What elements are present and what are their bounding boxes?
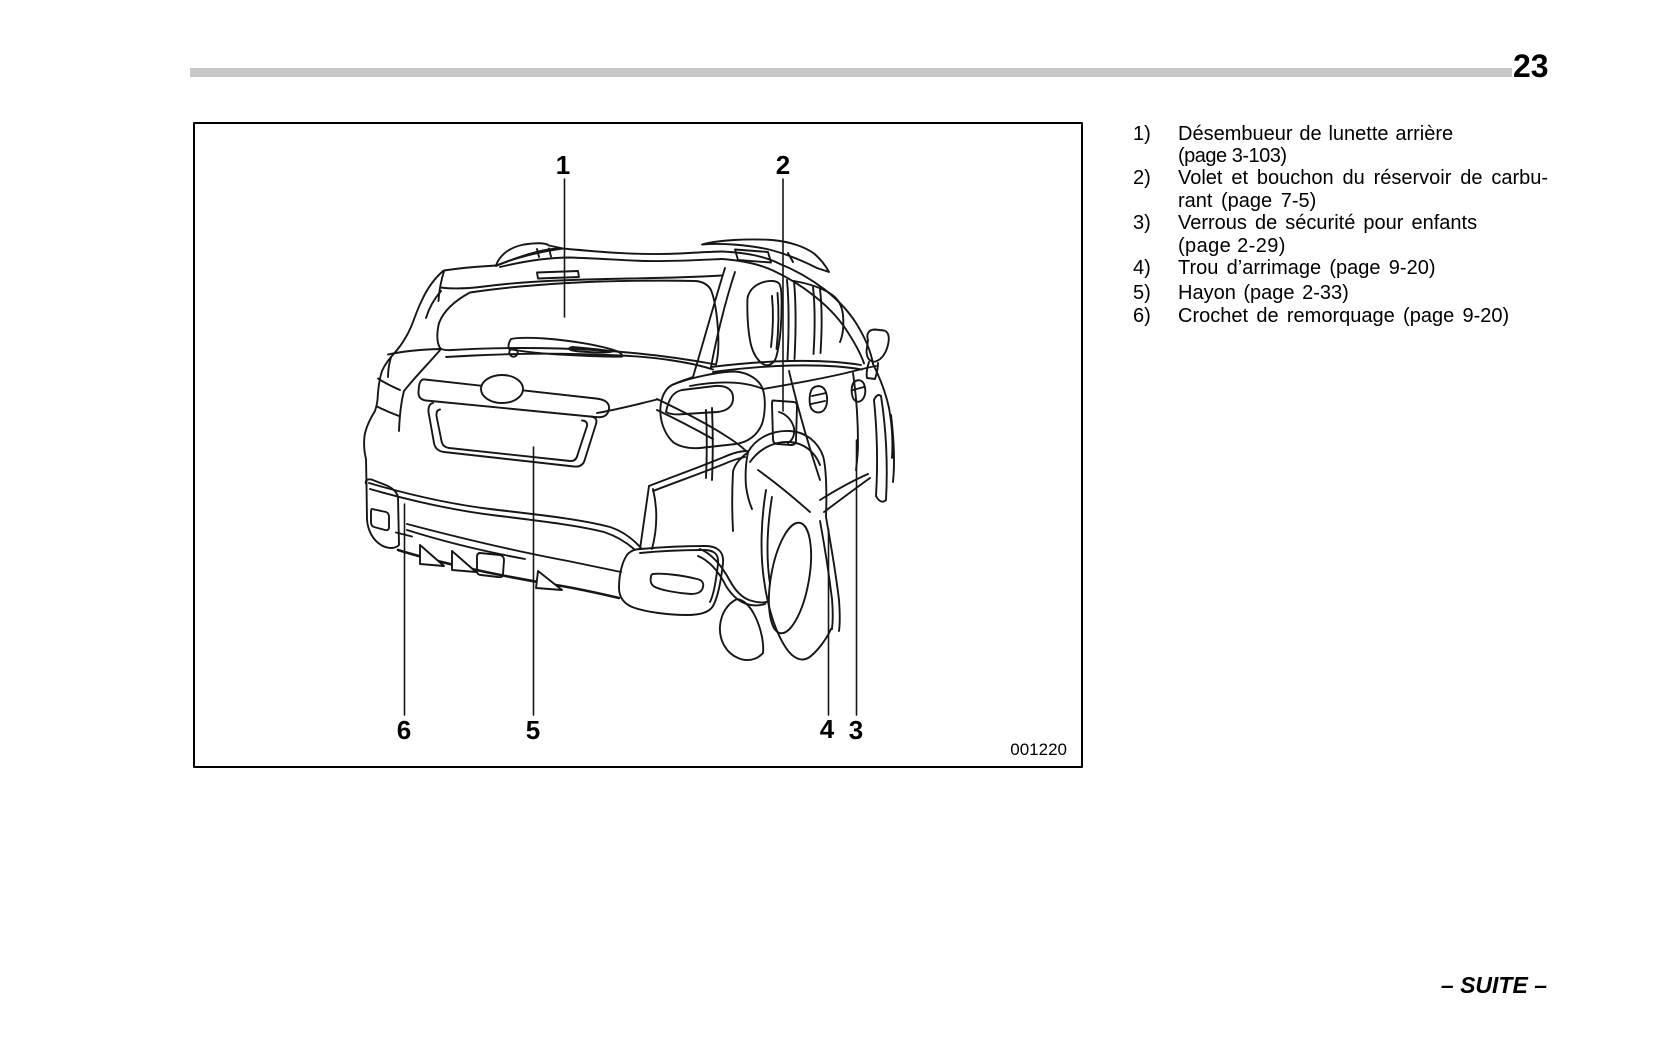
svg-text:4: 4 bbox=[820, 714, 835, 744]
svg-text:2: 2 bbox=[776, 150, 790, 180]
svg-text:6: 6 bbox=[397, 715, 411, 745]
svg-text:3: 3 bbox=[849, 715, 863, 745]
svg-text:001220: 001220 bbox=[1010, 740, 1067, 759]
svg-text:1: 1 bbox=[556, 150, 570, 180]
svg-text:5: 5 bbox=[526, 715, 540, 745]
